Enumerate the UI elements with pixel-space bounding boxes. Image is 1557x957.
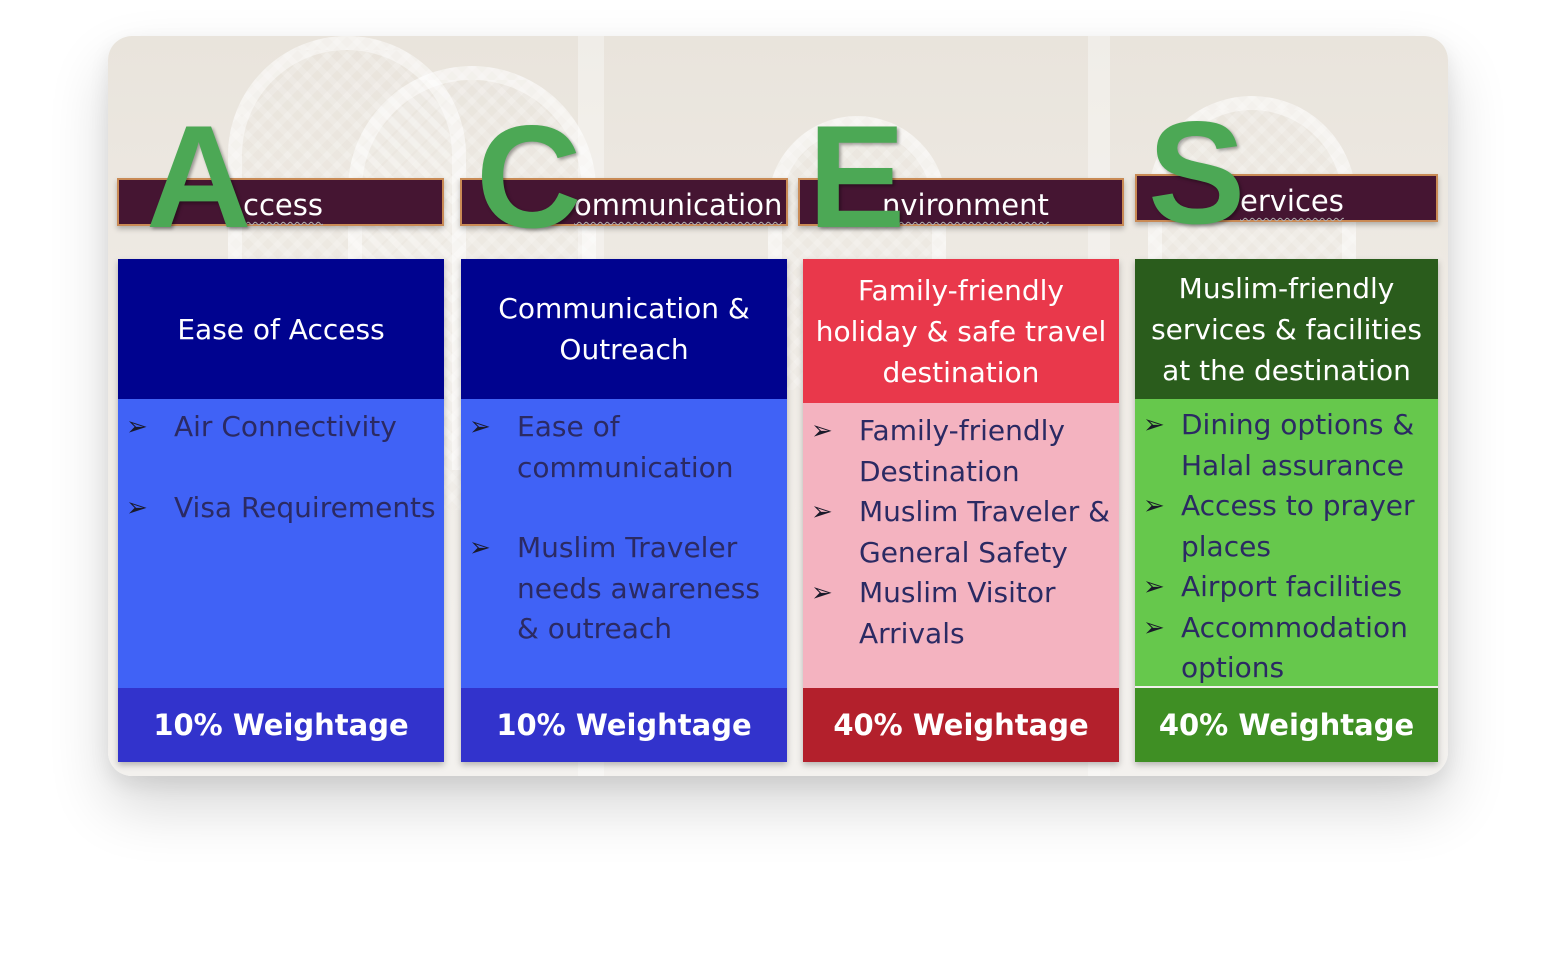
list-item: ➢Family-friendly Destination [809, 411, 1113, 492]
weightage-label: 10% Weightage [118, 688, 444, 762]
slide: ccess A Ease of Access ➢Air Connectivity… [108, 36, 1448, 776]
column-list: ➢Air Connectivity ➢Visa Requirements [118, 399, 444, 688]
header-bar-services: ervices [1135, 174, 1438, 222]
arrow-bullet-icon: ➢ [469, 533, 491, 563]
arrow-bullet-icon: ➢ [1143, 572, 1165, 602]
column-environment: Family-friendly holiday & safe travel de… [803, 259, 1119, 762]
list-item: ➢Airport facilities [1141, 567, 1432, 608]
header-text: nvironment [882, 188, 1049, 222]
big-letter-a: A [146, 95, 252, 258]
weightage-label: 10% Weightage [461, 688, 787, 762]
big-letter-e: E [808, 95, 906, 258]
list-item: ➢Muslim Visitor Arrivals [809, 573, 1113, 654]
arrow-bullet-icon: ➢ [126, 412, 148, 442]
column-communication: Communication & Outreach ➢Ease of commun… [461, 259, 787, 762]
header-text: ervices [1240, 184, 1344, 218]
big-letter-s: S [1148, 91, 1246, 254]
header-bar-access: ccess [117, 178, 444, 226]
column-access: Ease of Access ➢Air Connectivity ➢Visa R… [118, 259, 444, 762]
list-item: ➢Air Connectivity [124, 407, 438, 448]
arrow-bullet-icon: ➢ [1143, 491, 1165, 521]
arrow-bullet-icon: ➢ [126, 492, 148, 523]
weightage-label: 40% Weightage [1135, 688, 1438, 762]
column-title: Communication & Outreach [461, 259, 787, 399]
list-item: ➢Muslim Traveler & General Safety [809, 492, 1113, 573]
list-item: ➢Accommodation options [1141, 608, 1432, 689]
weightage-label: 40% Weightage [803, 688, 1119, 762]
header-bar-communication: ommunication [460, 178, 788, 226]
column-list: ➢Dining options & Halal assurance ➢Acces… [1135, 399, 1438, 686]
list-item: ➢Muslim Traveler needs awareness & outre… [467, 528, 781, 650]
column-services: Muslim-friendly services & facilities at… [1135, 259, 1438, 762]
list-item: ➢Ease of communication [467, 407, 781, 488]
column-list: ➢Family-friendly Destination ➢Muslim Tra… [803, 403, 1119, 688]
list-item: ➢Visa Requirements [124, 488, 438, 529]
arrow-bullet-icon: ➢ [811, 578, 833, 608]
column-title: Family-friendly holiday & safe travel de… [803, 259, 1119, 403]
header-text: ommunication [574, 188, 783, 222]
arrow-bullet-icon: ➢ [1143, 612, 1165, 643]
arrow-bullet-icon: ➢ [811, 497, 833, 527]
big-letter-c: C [476, 95, 582, 258]
column-title: Muslim-friendly services & facilities at… [1135, 259, 1438, 399]
arrow-bullet-icon: ➢ [811, 416, 833, 446]
arrow-bullet-icon: ➢ [469, 412, 491, 442]
header-text: ccess [243, 188, 323, 222]
header-bar-environment: nvironment [798, 178, 1124, 226]
list-item: ➢Dining options & Halal assurance [1141, 405, 1432, 486]
arrow-bullet-icon: ➢ [1143, 410, 1165, 440]
list-item: ➢Access to prayer places [1141, 486, 1432, 567]
column-title: Ease of Access [118, 259, 444, 399]
column-list: ➢Ease of communication ➢Muslim Traveler … [461, 399, 787, 688]
